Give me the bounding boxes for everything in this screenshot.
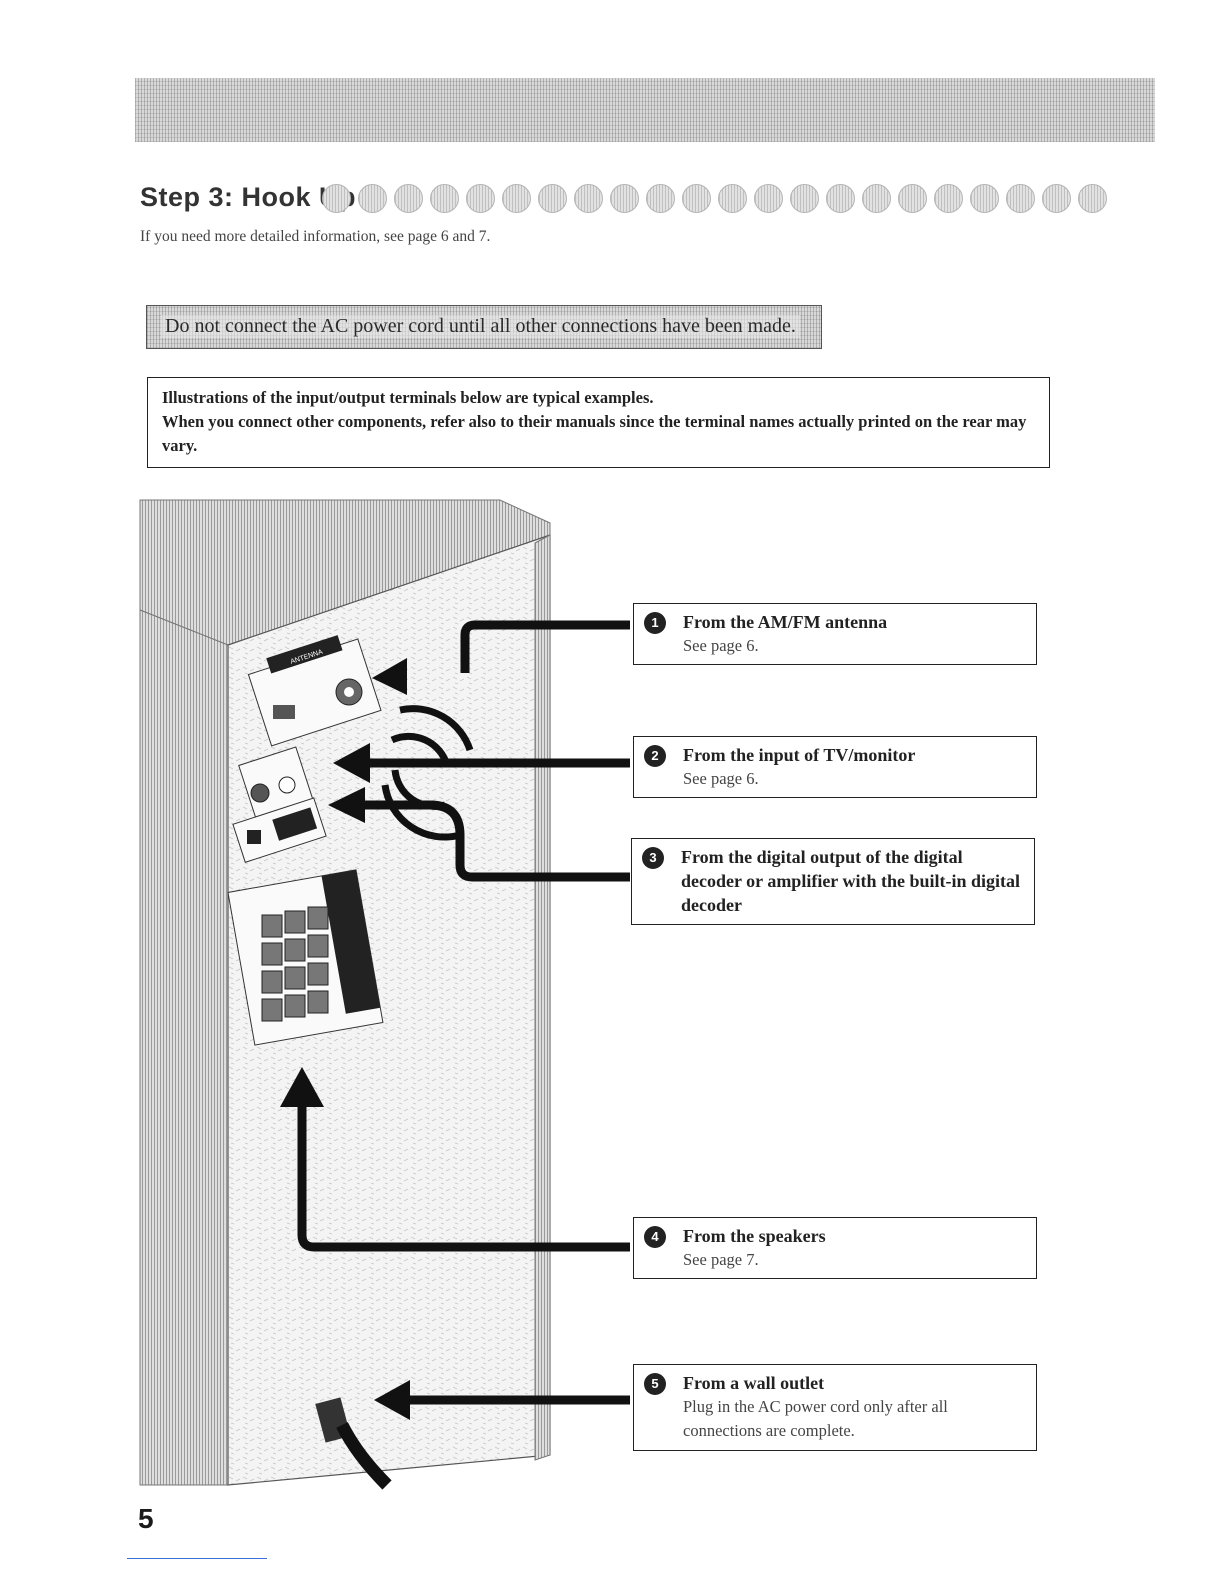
callout-4: 4 From the speakers See page 7. — [633, 1217, 1037, 1279]
step-title: Step 3: Hook Up — [140, 182, 357, 212]
callout-2: 2 From the input of TV/monitor See page … — [633, 736, 1037, 798]
decorative-dots — [322, 184, 1107, 213]
footer-line — [127, 1558, 267, 1559]
warning-box: Do not connect the AC power cord until a… — [146, 305, 822, 349]
warning-text: Do not connect the AC power cord until a… — [161, 315, 800, 338]
note-box: Illustrations of the input/output termin… — [147, 377, 1050, 468]
callout-3: 3 From the digital output of the digital… — [631, 838, 1035, 925]
callout-5: 5 From a wall outlet Plug in the AC powe… — [633, 1364, 1037, 1451]
callout-1: 1 From the AM/FM antenna See page 6. — [633, 603, 1037, 665]
note-line-1: Illustrations of the input/output termin… — [162, 388, 654, 407]
header-band — [135, 78, 1155, 142]
intro-text: If you need more detailed information, s… — [140, 228, 491, 245]
page-number: 5 — [138, 1503, 154, 1534]
note-line-2: When you connect other components, refer… — [162, 412, 1027, 455]
rear-panel-diagram: ANTENNA — [139, 499, 630, 1490]
